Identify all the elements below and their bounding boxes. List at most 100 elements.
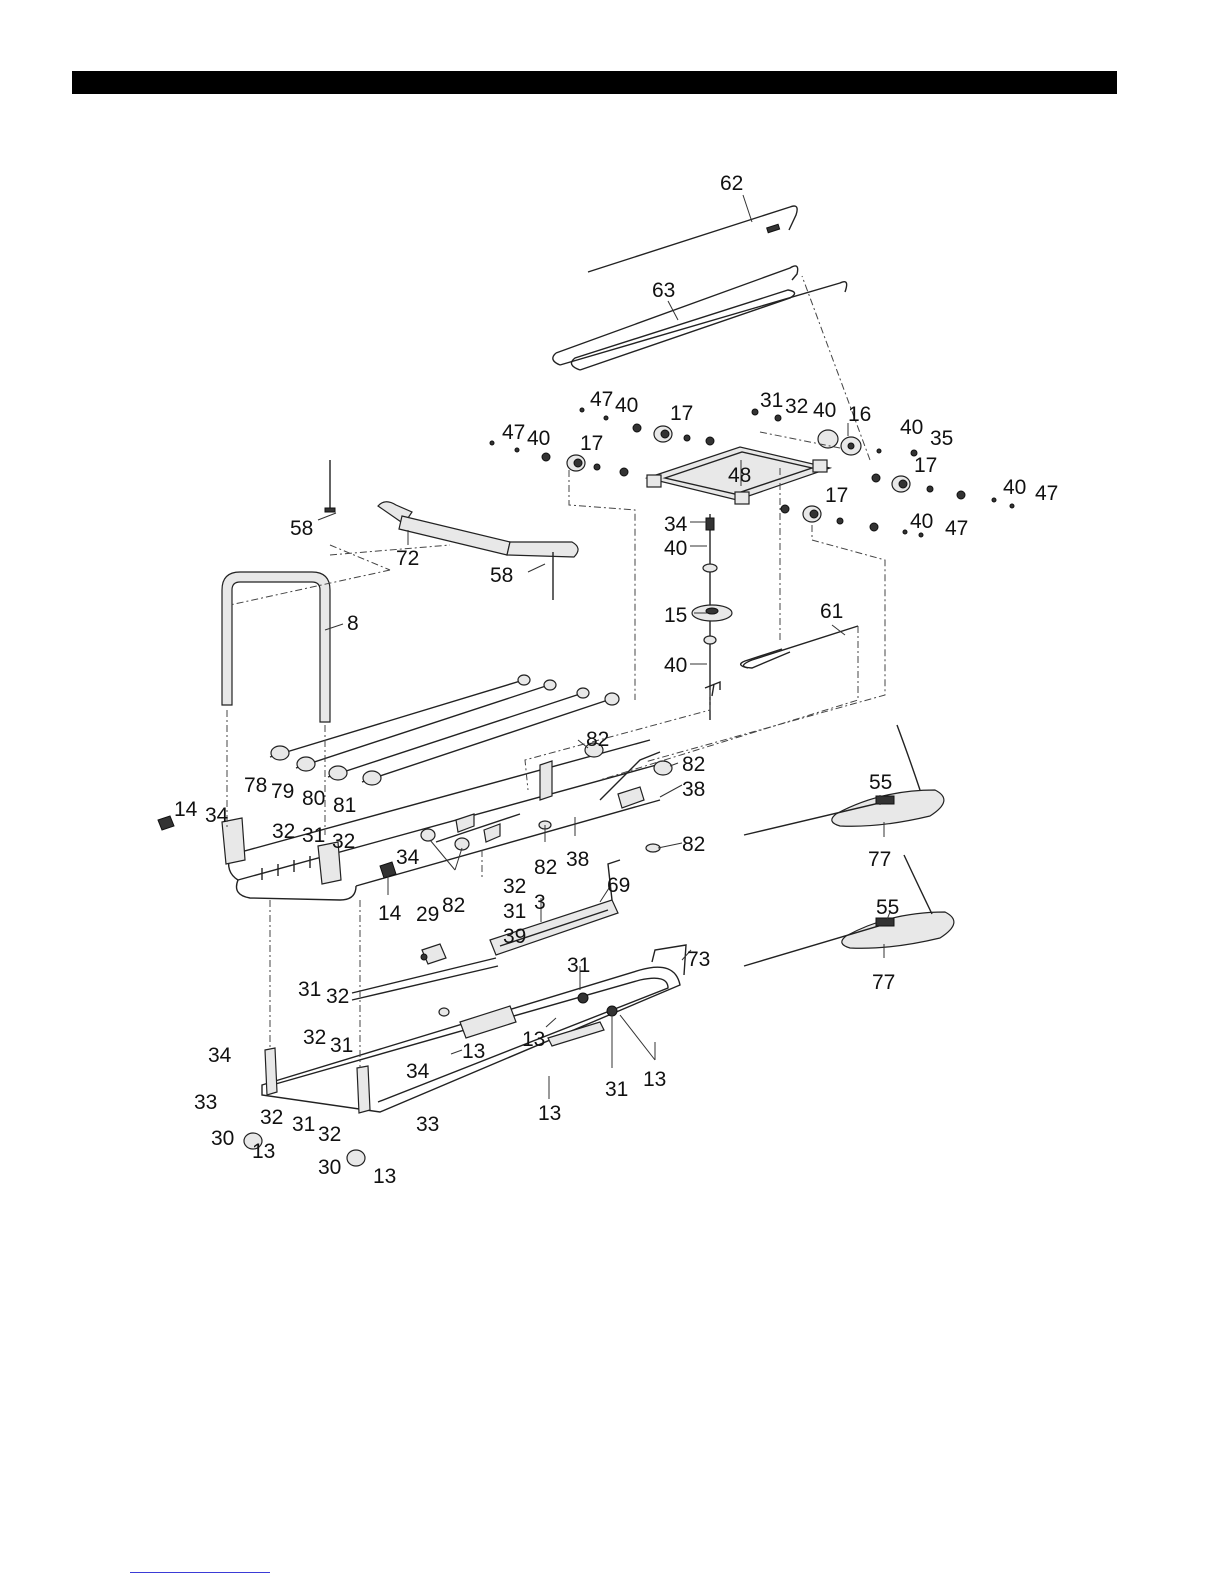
callout-38: 38 [566, 848, 589, 871]
callout-47: 47 [1035, 482, 1058, 505]
callout-40: 40 [910, 510, 933, 533]
callout-34: 34 [208, 1044, 232, 1067]
callout-31: 31 [298, 978, 321, 1001]
callout-58: 58 [490, 564, 513, 587]
callout-32: 32 [303, 1026, 326, 1049]
cable-63 [553, 266, 847, 370]
pulley-16 [818, 430, 861, 455]
callout-34: 34 [396, 846, 420, 869]
footer-link-underline[interactable] [130, 1572, 270, 1573]
callout-8: 8 [347, 612, 359, 635]
cable-62 [588, 206, 797, 272]
callout-58: 58 [290, 517, 313, 540]
callout-30: 30 [318, 1156, 341, 1179]
callout-32: 32 [785, 395, 808, 418]
callout-15: 15 [664, 604, 687, 627]
rod-78 [270, 675, 530, 760]
cable-61 [741, 626, 858, 668]
callout-13: 13 [522, 1028, 545, 1051]
callout-40: 40 [664, 537, 687, 560]
callout-13: 13 [252, 1140, 275, 1163]
callout-82: 82 [682, 833, 705, 856]
callout-31: 31 [503, 900, 526, 923]
callout-32: 32 [326, 985, 349, 1008]
callout-82: 82 [534, 856, 557, 879]
rod-81 [362, 693, 619, 785]
callout-32: 32 [260, 1106, 283, 1129]
callout-31: 31 [567, 954, 590, 977]
callout-72: 72 [396, 547, 419, 570]
leader-lines [318, 195, 890, 1099]
callout-13: 13 [538, 1102, 561, 1125]
callout-29: 29 [416, 903, 439, 926]
callout-48: 48 [728, 464, 751, 487]
callout-40: 40 [615, 394, 638, 417]
callout-55: 55 [869, 771, 892, 794]
footplate-77-lower [744, 855, 954, 966]
callout-40: 40 [813, 399, 836, 422]
callout-47: 47 [502, 421, 525, 444]
handle-bar-72 [325, 460, 578, 600]
callout-31: 31 [302, 824, 325, 847]
callout-16: 16 [848, 403, 871, 426]
callout-38: 38 [682, 778, 705, 801]
callout-31: 31 [605, 1078, 628, 1101]
callout-17: 17 [670, 402, 693, 425]
callout-32: 32 [318, 1123, 341, 1146]
pulley-17-left [567, 455, 585, 471]
callout-81: 81 [333, 794, 356, 817]
callout-labels: 62 63 47 40 17 31 32 40 16 40 35 47 40 1… [174, 172, 1058, 1188]
callout-14: 14 [378, 902, 402, 925]
callout-35: 35 [930, 427, 953, 450]
pulley-17-upper [654, 426, 672, 442]
callout-69: 69 [607, 874, 630, 897]
callout-47: 47 [945, 517, 968, 540]
callout-32: 32 [503, 875, 526, 898]
footplate-77-upper [744, 725, 944, 835]
rod-79 [296, 680, 556, 771]
callout-40: 40 [1003, 476, 1026, 499]
callout-62: 62 [720, 172, 743, 195]
pulley-15-stack [692, 514, 732, 720]
callout-40: 40 [900, 416, 923, 439]
callout-39: 39 [503, 925, 526, 948]
callout-3: 3 [534, 891, 546, 914]
tube-frame [352, 958, 498, 1016]
callout-40: 40 [527, 427, 550, 450]
callout-47: 47 [590, 388, 613, 411]
callout-82: 82 [586, 728, 609, 751]
callout-30: 30 [211, 1127, 234, 1150]
callout-82: 82 [682, 753, 705, 776]
callout-63: 63 [652, 279, 675, 302]
pulley-17-right [892, 476, 910, 492]
callout-31: 31 [292, 1113, 315, 1136]
callout-33: 33 [416, 1113, 439, 1136]
callout-13: 13 [373, 1165, 396, 1188]
callout-82: 82 [442, 894, 465, 917]
callout-77: 77 [868, 848, 891, 871]
callout-34: 34 [664, 513, 688, 536]
callout-79: 79 [271, 780, 294, 803]
callout-17: 17 [825, 484, 848, 507]
callout-32: 32 [272, 820, 295, 843]
callout-55: 55 [876, 896, 899, 919]
callout-40: 40 [664, 654, 687, 677]
callout-14: 14 [174, 798, 198, 821]
callout-78: 78 [244, 774, 267, 797]
callout-17: 17 [914, 454, 937, 477]
callout-80: 80 [302, 787, 325, 810]
callout-61: 61 [820, 600, 843, 623]
callout-77: 77 [872, 971, 895, 994]
callout-13: 13 [643, 1068, 666, 1091]
callout-13: 13 [462, 1040, 485, 1063]
callout-17: 17 [580, 432, 603, 455]
callout-34: 34 [205, 804, 229, 827]
callout-31: 31 [330, 1034, 353, 1057]
callout-33: 33 [194, 1091, 217, 1114]
pulley-17-lower [803, 506, 821, 522]
callout-34: 34 [406, 1060, 430, 1083]
coupling-29 [421, 944, 446, 964]
callout-73: 73 [687, 948, 710, 971]
callout-32: 32 [332, 830, 355, 853]
